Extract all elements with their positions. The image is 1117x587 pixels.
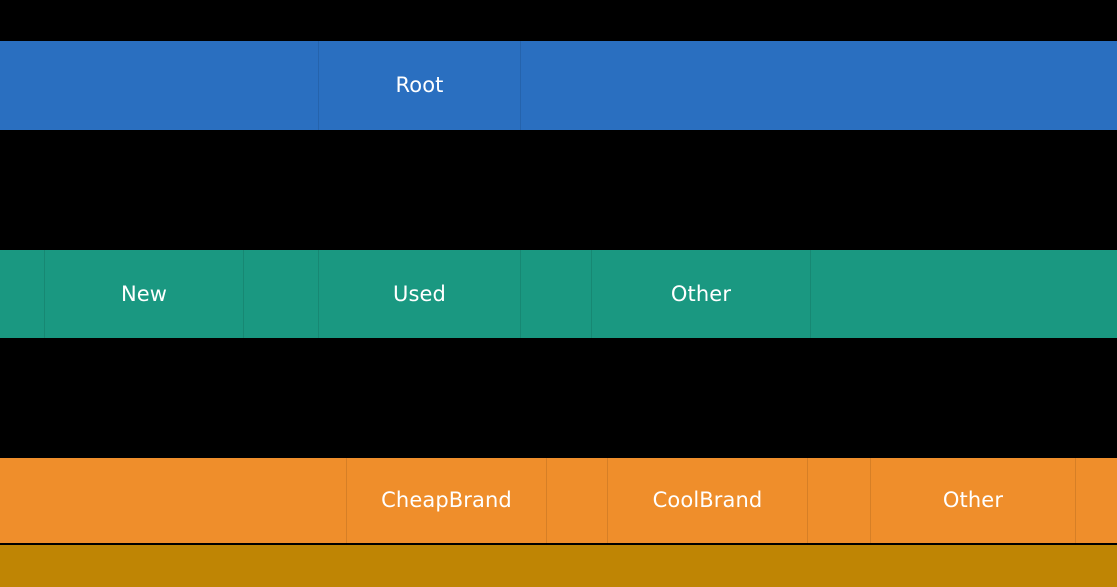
icicle-node-label: CoolBrand <box>652 488 763 512</box>
icicle-node-label: Other <box>942 488 1004 512</box>
icicle-node-label: CheapBrand <box>381 488 512 512</box>
category-level: New Used Other <box>0 250 1117 338</box>
icicle-node-root[interactable]: Root <box>318 41 520 130</box>
icicle-node-other[interactable]: Other <box>870 458 1075 543</box>
icicle-node[interactable] <box>243 250 318 338</box>
icicle-node-label: New <box>120 281 168 306</box>
root-level: Root <box>0 41 1117 130</box>
icicle-node[interactable] <box>0 545 1117 587</box>
icicle-node[interactable] <box>546 458 607 543</box>
icicle-node-new[interactable]: New <box>44 250 243 338</box>
icicle-node[interactable] <box>0 41 318 130</box>
icicle-node[interactable] <box>0 250 44 338</box>
icicle-node-other[interactable]: Other <box>591 250 810 338</box>
icicle-node[interactable] <box>520 250 591 338</box>
icicle-node[interactable] <box>807 458 870 543</box>
icicle-node-used[interactable]: Used <box>318 250 520 338</box>
icicle-node-coolbrand[interactable]: CoolBrand <box>607 458 807 543</box>
icicle-node[interactable] <box>0 458 346 543</box>
brand-level: CheapBrand CoolBrand Other <box>0 458 1117 543</box>
icicle-node-label: Used <box>393 281 446 306</box>
icicle-node-label: Root <box>395 73 444 97</box>
icicle-node[interactable] <box>810 250 1117 338</box>
icicle-node-label: Other <box>670 281 732 306</box>
icicle-node-cheapbrand[interactable]: CheapBrand <box>346 458 546 543</box>
leaf-level <box>0 545 1117 587</box>
icicle-node[interactable] <box>1075 458 1117 543</box>
icicle-node[interactable] <box>520 41 1117 130</box>
